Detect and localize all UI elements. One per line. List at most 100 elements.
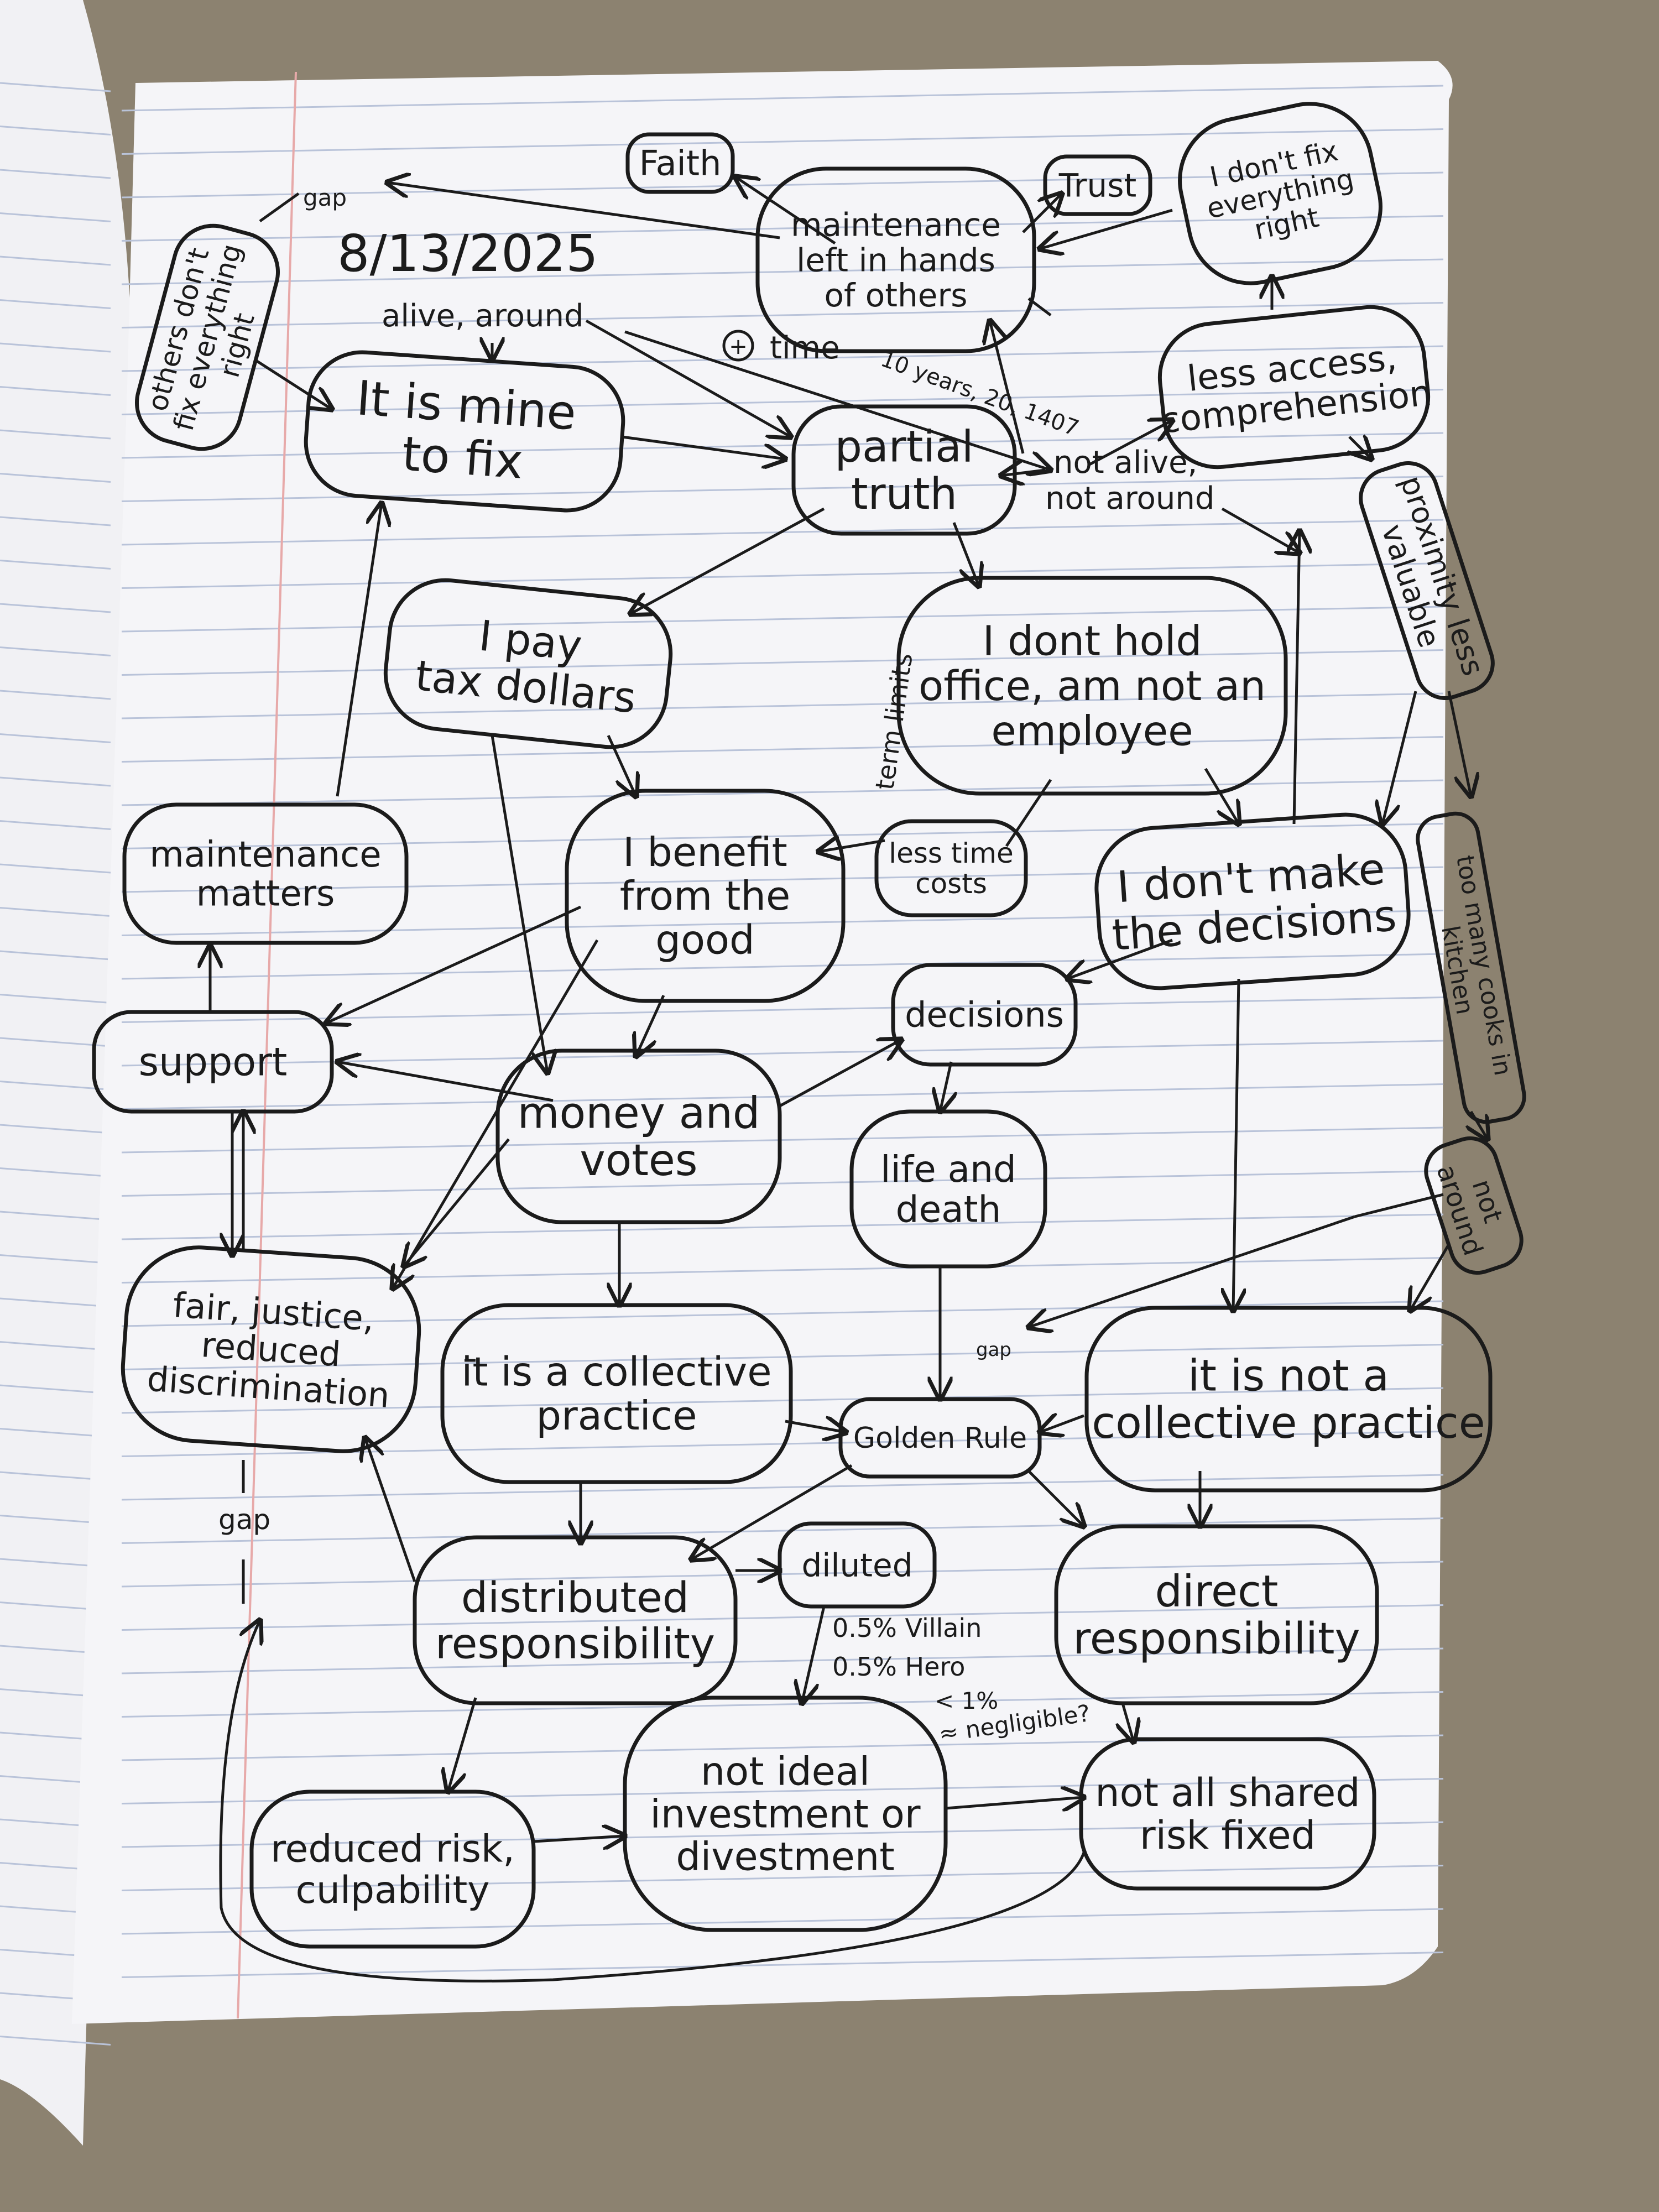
node-text: from the	[620, 873, 791, 919]
node-text: of others	[824, 276, 967, 314]
node-support: support	[92, 1010, 334, 1114]
arrow	[1349, 437, 1371, 459]
arrow	[404, 1138, 510, 1266]
node-text: truth	[851, 469, 957, 519]
arrow	[1410, 1243, 1451, 1311]
svg-text:0.5% Villain: 0.5% Villain	[832, 1613, 982, 1643]
node-text: reduced	[200, 1324, 342, 1374]
node-text: Trust	[1058, 166, 1136, 204]
node-text: decisions	[905, 995, 1064, 1035]
node-text: support	[139, 1040, 288, 1085]
node-text: matters	[196, 874, 335, 915]
node-trust: Trust	[1043, 154, 1152, 216]
arrow	[940, 1061, 951, 1112]
arrow	[691, 1464, 853, 1559]
node-text: Faith	[639, 143, 722, 184]
arrow	[253, 358, 332, 409]
node-text: it is a collective	[461, 1349, 771, 1395]
arrow	[259, 192, 300, 223]
node-text: I benefit	[623, 829, 787, 875]
node-reduced-risk: reduced risk,culpability	[249, 1790, 536, 1949]
node-text: distributed	[461, 1573, 689, 1622]
node-text: responsibility	[1073, 1614, 1360, 1664]
arrow	[365, 1438, 416, 1582]
arrow	[1383, 691, 1417, 824]
arrow	[818, 841, 885, 852]
node-text: employee	[991, 707, 1193, 755]
arrow	[1233, 978, 1239, 1311]
node-faith: Faith	[625, 132, 735, 194]
arrow	[735, 177, 836, 245]
node-text: collective practice	[1092, 1399, 1485, 1448]
not-alive-label: not alive, not around	[1045, 445, 1214, 517]
node-text: not ideal	[701, 1749, 870, 1794]
node-text: maintenance	[149, 834, 381, 875]
svg-text:not around: not around	[1045, 481, 1214, 517]
loop-arrow	[219, 1620, 1086, 1983]
arrow	[1022, 194, 1062, 233]
arrow	[1005, 779, 1052, 847]
node-text: reduced risk,	[270, 1827, 515, 1871]
arrow	[585, 319, 791, 437]
arrow	[636, 994, 665, 1056]
node-text: responsibility	[435, 1619, 715, 1668]
arrow	[1294, 531, 1300, 825]
node-text: to fix	[400, 426, 525, 490]
arrow	[624, 330, 1051, 470]
gap-top-label: gap	[303, 184, 347, 211]
arrow	[785, 1421, 846, 1432]
arrow	[393, 939, 599, 1288]
arrow	[337, 1062, 554, 1102]
node-text: life and	[880, 1148, 1016, 1191]
node-text: I pay	[477, 611, 585, 671]
node-text: money and	[518, 1088, 760, 1138]
arrow	[622, 435, 785, 459]
arrow	[326, 905, 582, 1023]
node-text: Golden Rule	[853, 1422, 1027, 1455]
node-diluted: diluted	[778, 1521, 937, 1609]
arrow	[1221, 507, 1300, 553]
gap-left-label: gap	[218, 1504, 270, 1536]
node-text: less time	[889, 837, 1014, 869]
arrow	[1040, 208, 1173, 249]
time-plus-symbol: +	[729, 334, 748, 359]
arrow	[1001, 470, 1046, 476]
arrow	[533, 1836, 625, 1841]
gap-mid-label: gap	[976, 1339, 1011, 1361]
arrow	[802, 1606, 826, 1703]
arrow	[1447, 691, 1471, 796]
arrow	[630, 507, 825, 614]
plus-circle	[722, 330, 754, 362]
arrow	[779, 1040, 901, 1108]
node-golden-rule: Golden Rule	[838, 1397, 1042, 1479]
date-heading: 8/13/2025	[337, 224, 598, 283]
arrow	[1088, 420, 1172, 466]
arrows	[210, 177, 1488, 1983]
arrow	[491, 735, 547, 1073]
left-page-rules	[0, 82, 111, 2046]
node-text: divestment	[676, 1834, 894, 1880]
arrow	[448, 1697, 477, 1792]
node-text: votes	[580, 1136, 697, 1186]
node-text: practice	[536, 1392, 697, 1439]
arrow	[1204, 768, 1239, 824]
node-text: office, am not an	[919, 662, 1266, 710]
node-text: death	[896, 1188, 1001, 1230]
node-text: left in hands	[796, 241, 995, 279]
node-text: not all shared	[1095, 1770, 1360, 1815]
node-text: partial	[834, 422, 973, 472]
left-page	[0, 0, 133, 2146]
node-text: good	[655, 916, 755, 963]
node-decisions: decisions	[891, 963, 1078, 1067]
node-text: direct	[1155, 1567, 1279, 1616]
